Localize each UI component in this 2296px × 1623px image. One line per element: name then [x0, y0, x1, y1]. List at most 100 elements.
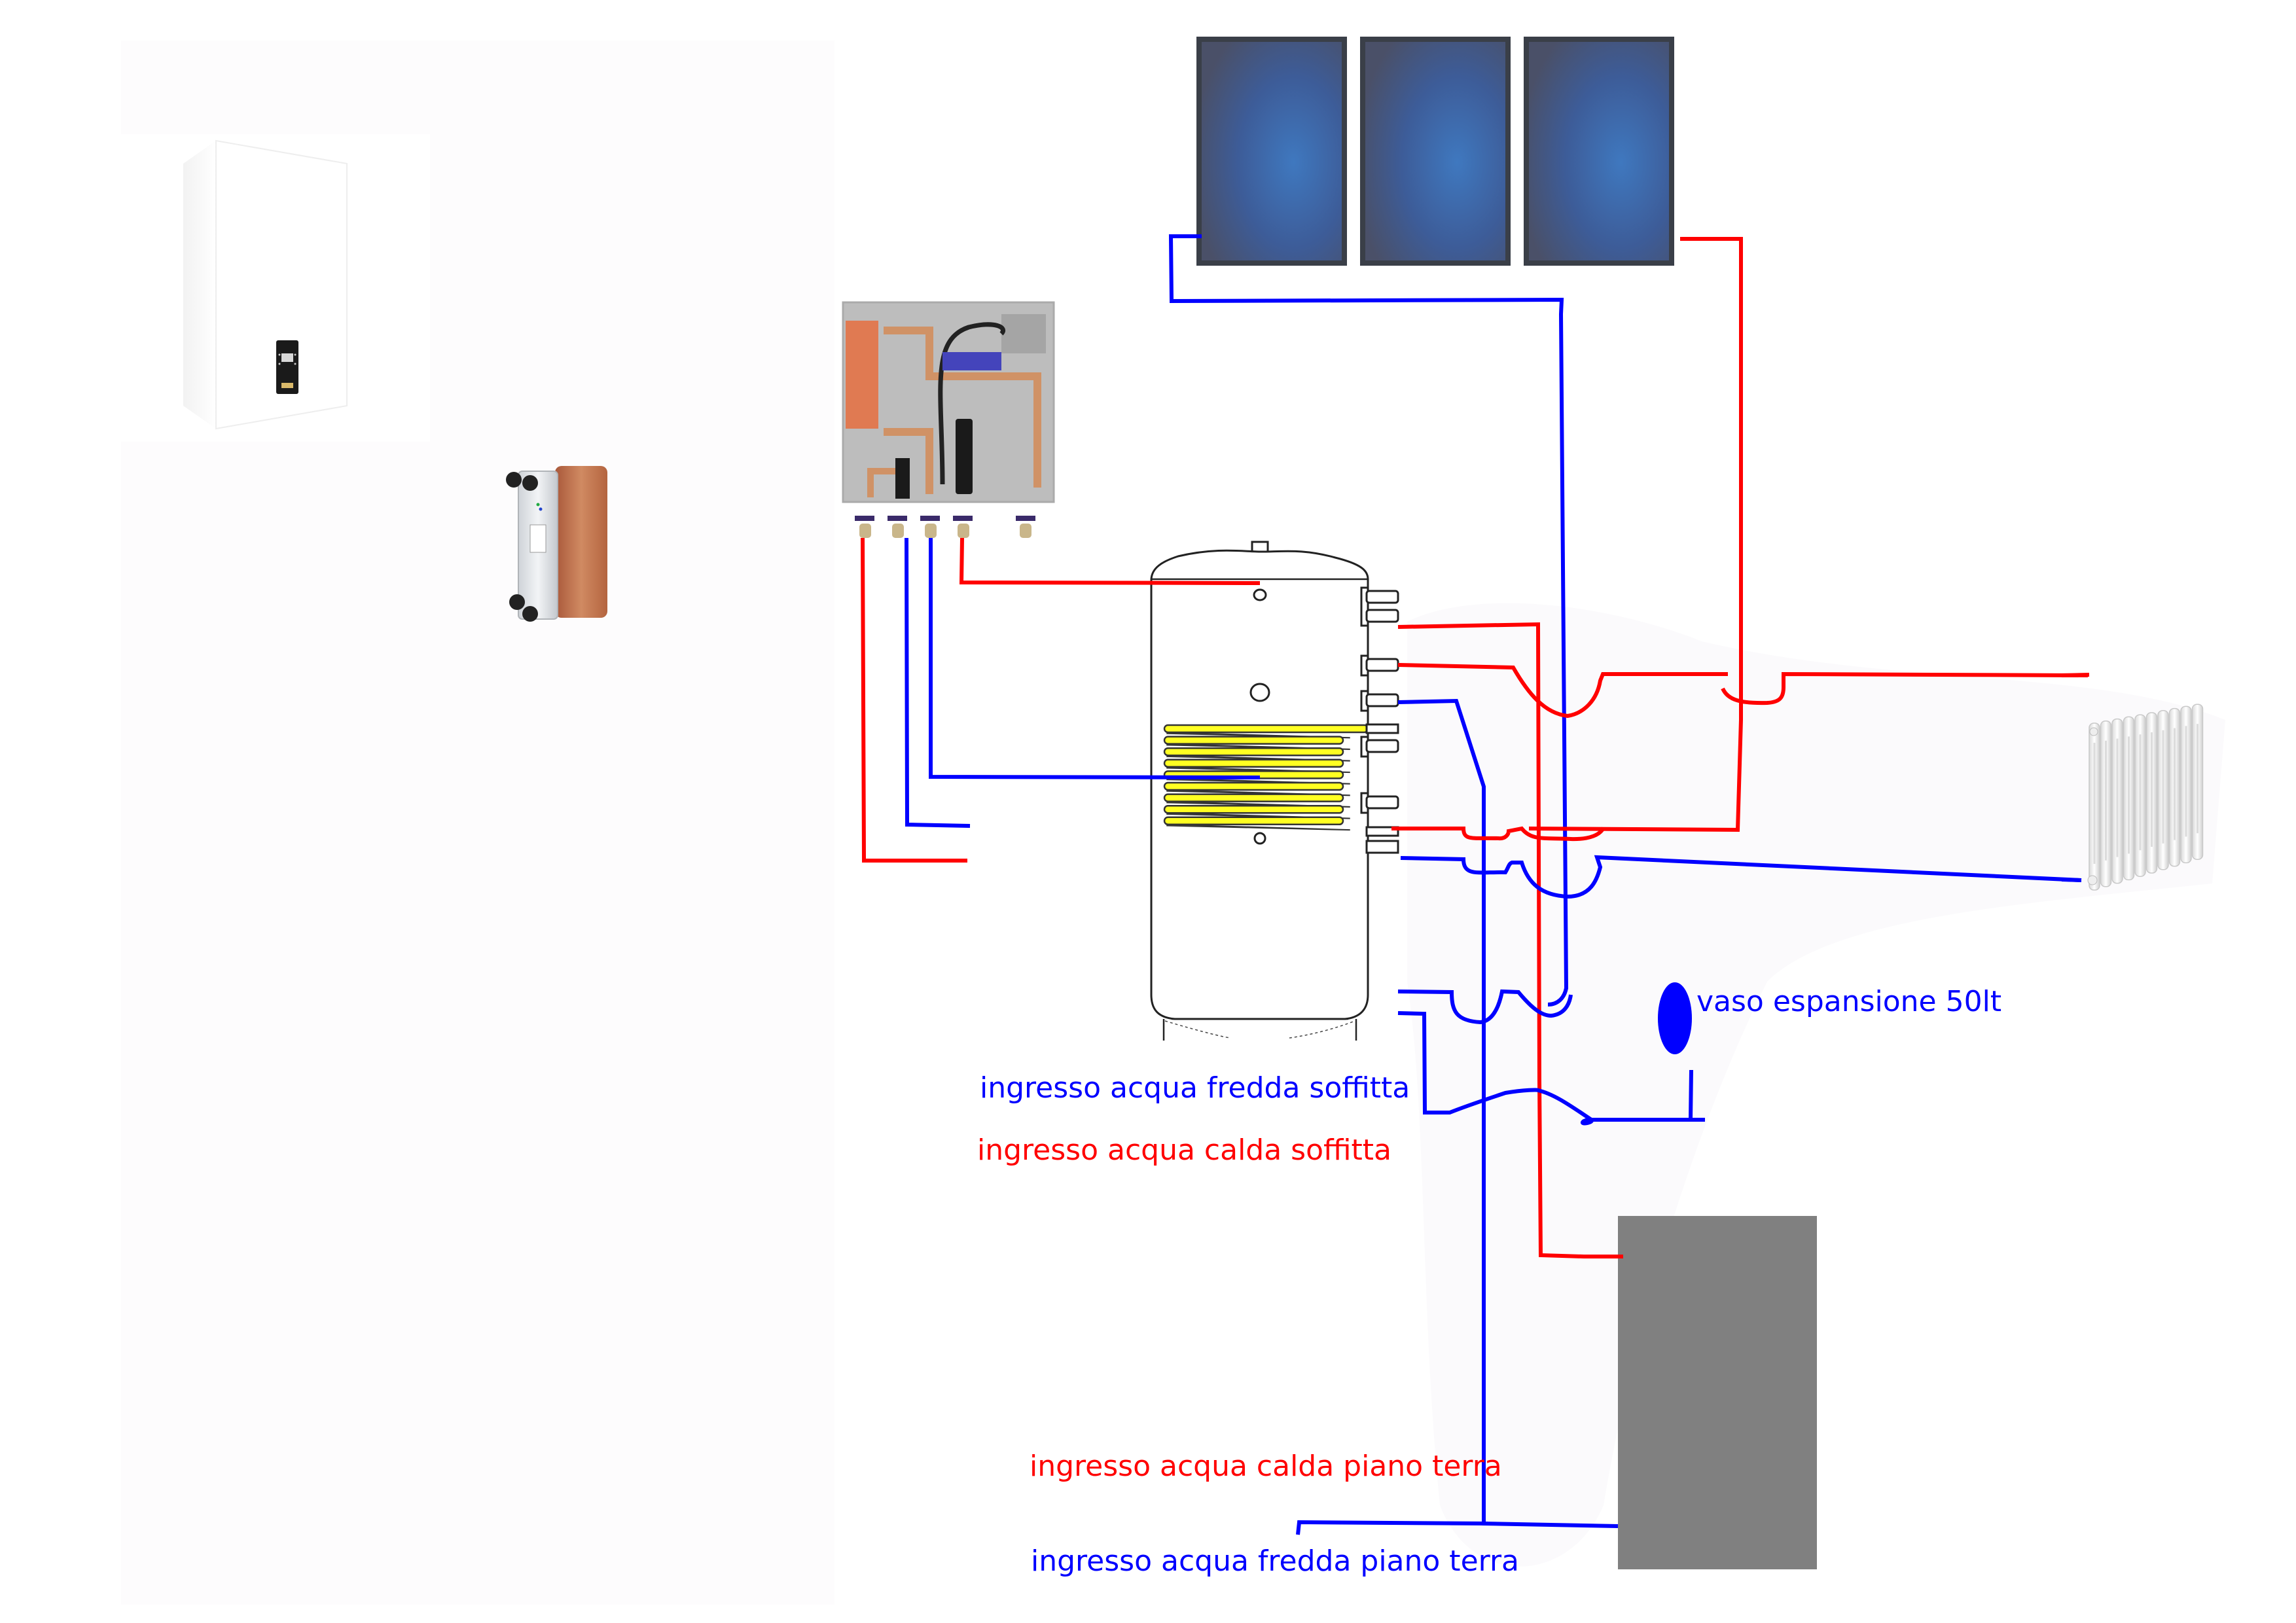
coil-turn [1163, 747, 1344, 757]
module-connector [855, 516, 874, 521]
nozzle-1 [1365, 590, 1399, 604]
radiator-slot [2093, 743, 2096, 864]
heat-exchanger-port-icon [509, 594, 525, 610]
nozzle-5 [1365, 739, 1399, 753]
boiler-lcd [281, 353, 293, 362]
boiler-front [215, 139, 348, 430]
pipe-cold-coil-bottom [1397, 989, 1573, 1025]
radiator-slot [2105, 740, 2107, 861]
coil-turn [1163, 724, 1369, 734]
radiator-slot [2128, 736, 2130, 854]
nozzle-6 [1365, 795, 1399, 810]
coil-turn [1163, 781, 1344, 791]
heat-exchanger-label-plate [529, 524, 547, 553]
boiler-button [294, 363, 296, 365]
tank-port-cold-inlet [1253, 832, 1266, 845]
radiator-slot [2162, 730, 2164, 844]
radiator-slot [2151, 732, 2153, 847]
coil-turn [1163, 758, 1344, 768]
tank-coil [1163, 724, 1369, 826]
nozzle-3 [1365, 658, 1399, 672]
module-valve-icon [895, 458, 910, 499]
ferroli-logo-icon [281, 383, 293, 388]
nozzle-2 [1365, 609, 1399, 623]
pipe-hot-coil-top [1391, 826, 1605, 842]
status-dot-icon [536, 503, 540, 507]
tank-base-dashed [1164, 1020, 1355, 1039]
pipe-cold-radiator-return [1400, 855, 2082, 899]
tank-inspection-port [1249, 683, 1270, 702]
module-fitting [859, 524, 871, 538]
module-fitting [1020, 524, 1031, 538]
radiator-slot [2185, 726, 2187, 837]
boiler-button [294, 353, 296, 356]
storage-tank [1150, 541, 1399, 1041]
nozzle-4 [1365, 693, 1399, 707]
module-exchanger [846, 321, 878, 429]
module-connector [920, 516, 940, 521]
module-cover [1001, 314, 1046, 353]
boiler [121, 134, 430, 442]
module-fitting [958, 524, 969, 538]
radiator-slot [2197, 724, 2198, 834]
expansion-vessel-icon [1658, 982, 1692, 1054]
module-flowmeter-icon [956, 419, 973, 494]
pipes [861, 234, 2090, 1535]
coil-turn [1163, 793, 1344, 802]
module-fitting [892, 524, 904, 538]
tank-side-nozzles [1360, 586, 1399, 854]
grey-unit [1618, 1216, 1817, 1569]
status-dot-icon [539, 507, 543, 511]
radiator-valve-icon [2089, 727, 2098, 736]
nozzle-coil-bottom [1365, 826, 1399, 837]
coil-turn [1163, 804, 1344, 814]
background-silhouette [1407, 603, 2225, 1567]
radiator-slot [2116, 738, 2119, 857]
hydraulic-module [842, 301, 1055, 538]
radiator-slot [2139, 734, 2142, 851]
heat-exchanger-copper-plates [555, 466, 607, 618]
radiator-slot [2174, 728, 2176, 840]
coil-turn [1163, 816, 1344, 826]
module-cable [938, 322, 1005, 485]
pipe-hot-attic [861, 537, 967, 863]
module-copper-pipe [884, 327, 1041, 488]
pipe-cold-expansion [1397, 1011, 1705, 1126]
label-cold-attic: ingresso acqua fredda soffitta [980, 1071, 1410, 1105]
radiator-valve-icon [2087, 875, 2098, 885]
pipe-cold-module-to-tank [929, 538, 1261, 779]
solar-panel-1 [1196, 37, 1347, 266]
pipe-hot-radiator [1397, 663, 2089, 719]
pipe-cold-ground-label-stub [1296, 1520, 1488, 1535]
module-copper-pipe [867, 468, 906, 497]
label-expansion-vessel: vaso espansione 50lt [1696, 985, 2001, 1018]
heat-exchanger-port-icon [506, 472, 522, 488]
solar-panel-3 [1524, 37, 1674, 266]
nozzle-flange [1360, 586, 1369, 627]
module-connector [888, 516, 907, 521]
tank-port-hot-inlet [1253, 588, 1267, 601]
label-hot-ground: ingresso acqua calda piano terra [1030, 1450, 1502, 1483]
pipe-hot-solar-out [1528, 237, 1743, 832]
boiler-button [278, 353, 281, 356]
plate-heat-exchanger [506, 466, 607, 622]
module-connector [953, 516, 973, 521]
label-cold-ground: ingresso acqua fredda piano terra [1031, 1544, 1519, 1578]
label-hot-attic: ingresso acqua calda soffitta [977, 1133, 1391, 1167]
pipe-cold-attic [905, 537, 971, 828]
pipe-hot-ground-floor [1397, 622, 1623, 1258]
coil-back-segment [1166, 824, 1350, 831]
heat-exchanger-port-icon [522, 475, 538, 491]
nozzle-coil-top [1365, 723, 1399, 734]
pipe-cold-ground-floor [1397, 698, 1619, 1528]
boiler-button [278, 363, 281, 365]
pipe-cold-solar-return [1168, 234, 1569, 1007]
boiler-side [183, 141, 216, 429]
nozzle-7 [1365, 840, 1399, 854]
module-fitting [925, 524, 937, 538]
module-copper-pipe [884, 428, 933, 494]
coil-turn [1163, 736, 1344, 745]
module-connector [1016, 516, 1035, 521]
module-pump-icon [942, 352, 1001, 370]
